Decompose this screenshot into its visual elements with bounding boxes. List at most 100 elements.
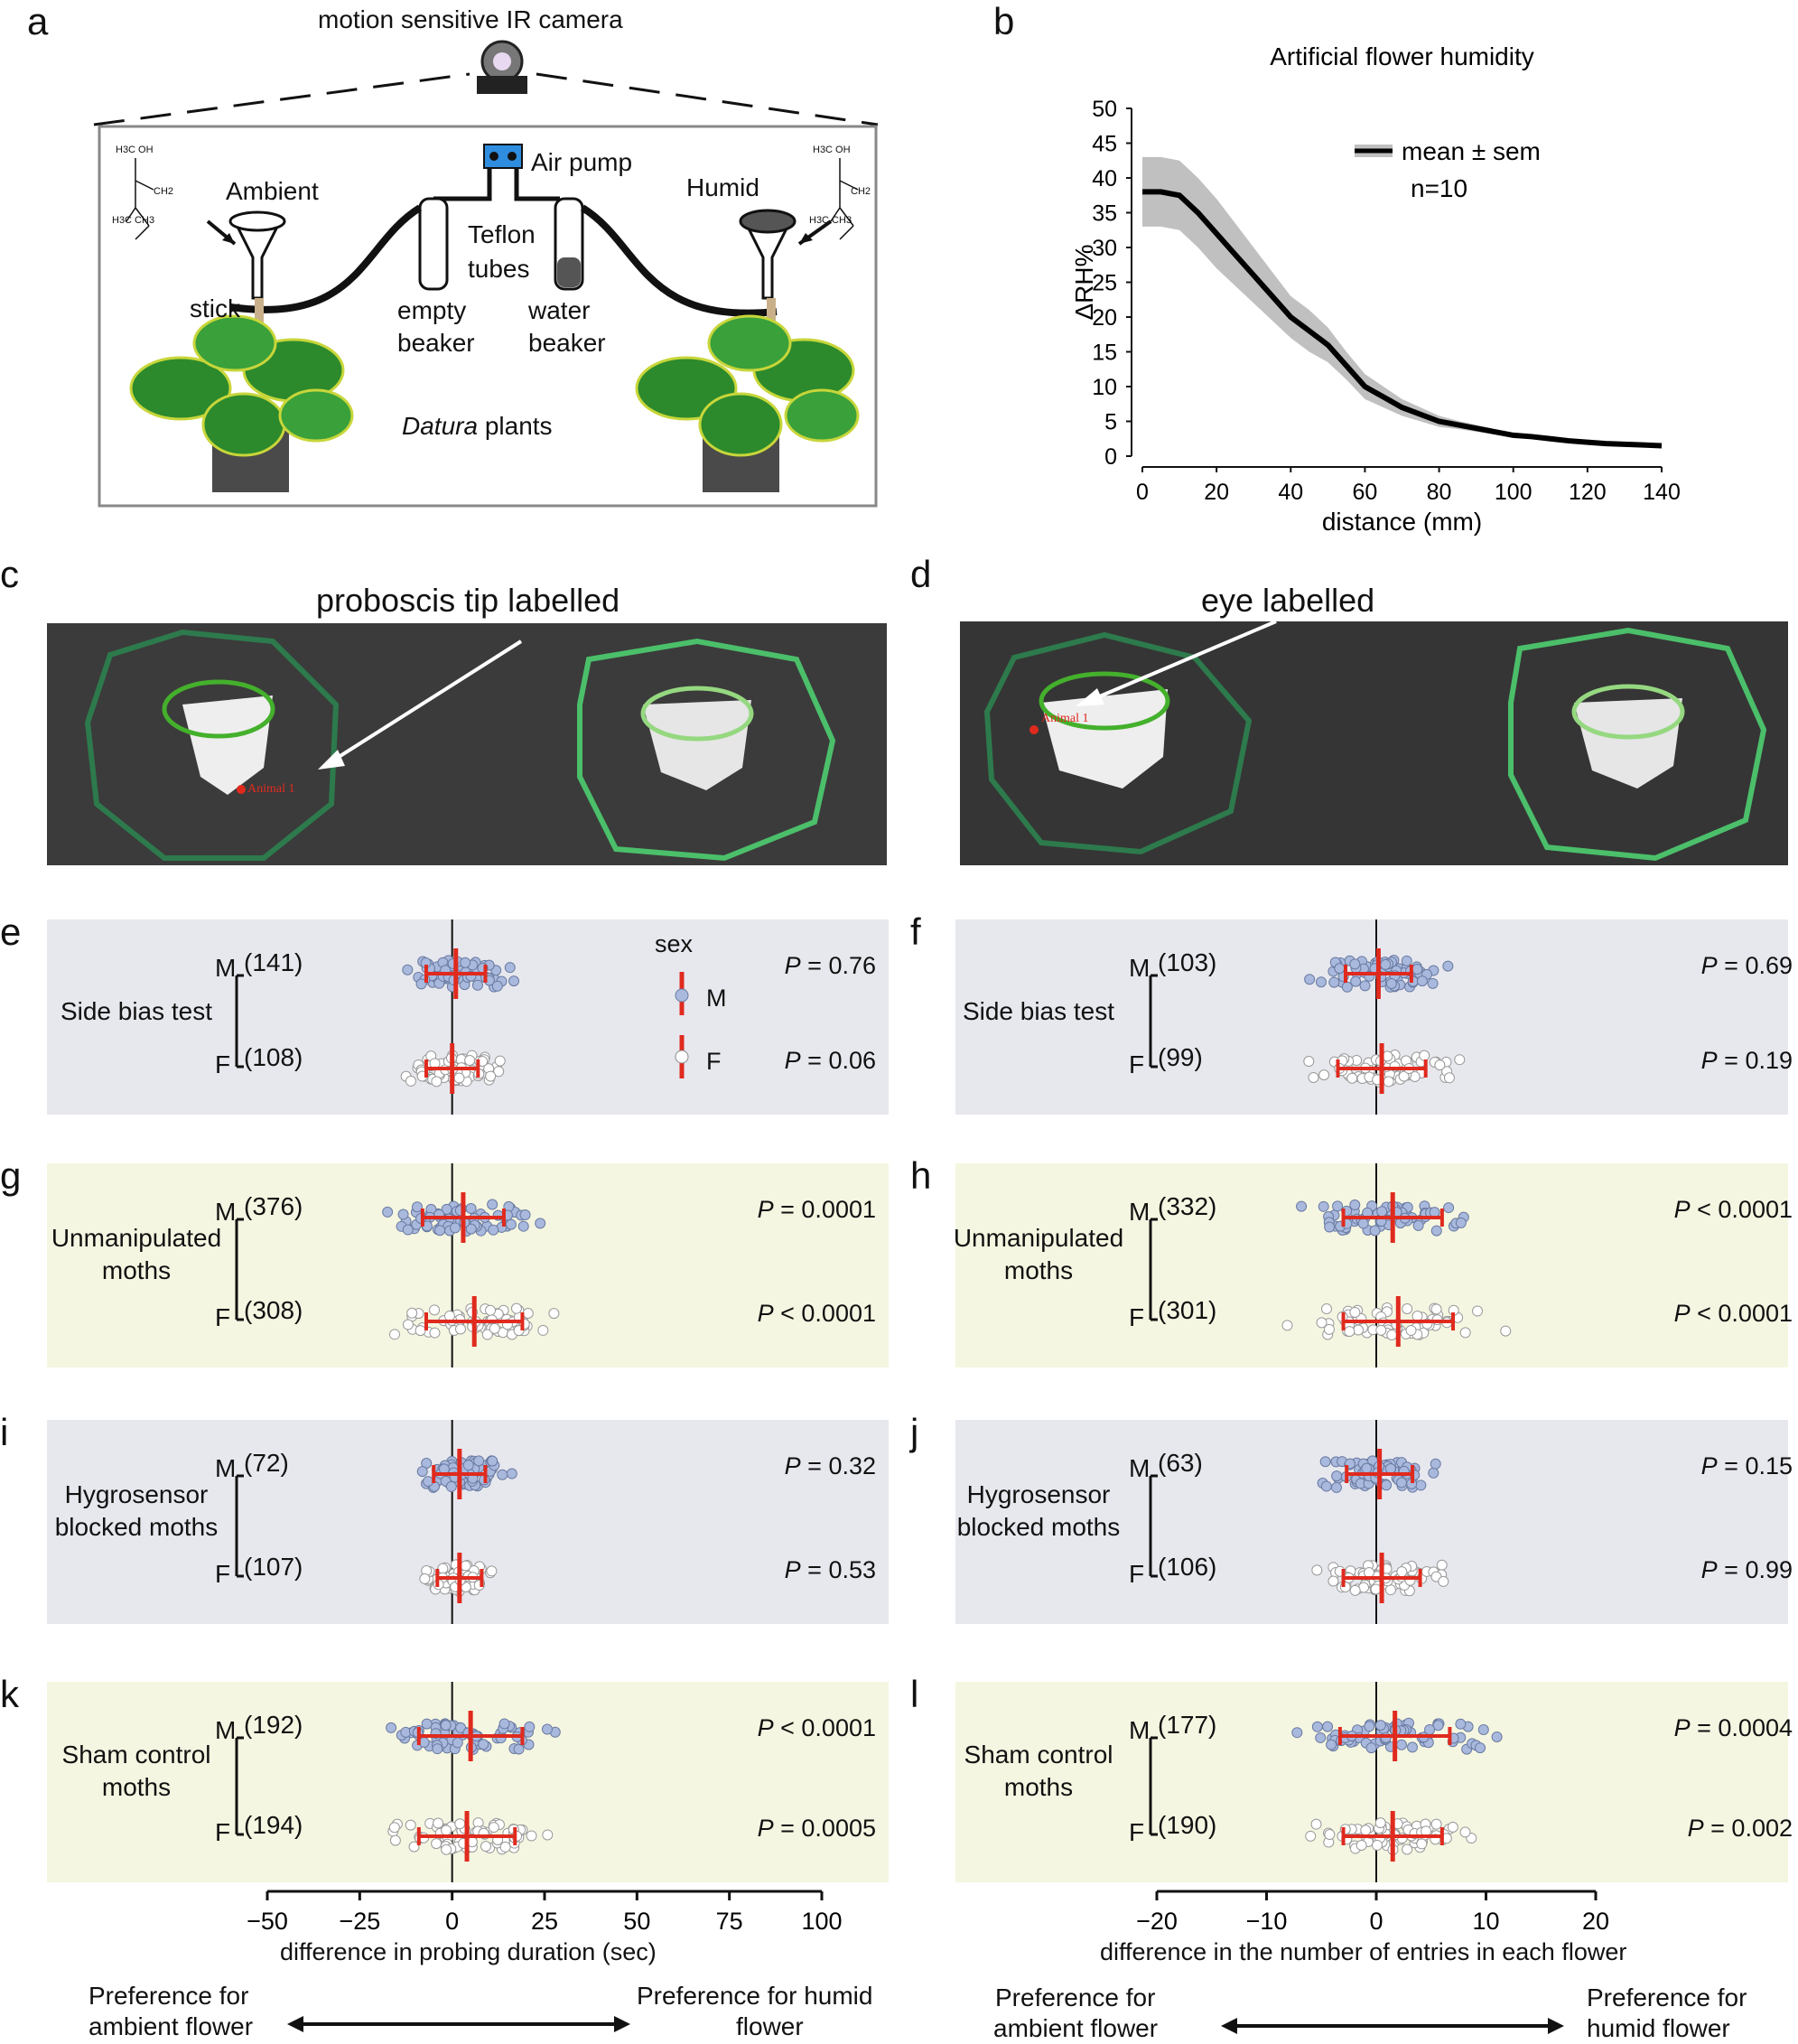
data-point <box>1427 977 1439 989</box>
row-f-n-k: (194) <box>244 1811 303 1839</box>
data-point <box>519 1209 531 1221</box>
panel-letter-l: l <box>910 1673 919 1715</box>
dotplot-l <box>1149 1682 1503 1882</box>
row-f-letter-i: F <box>215 1560 231 1588</box>
data-point <box>1344 1326 1355 1338</box>
pref-right-arrow <box>1221 2018 1564 2034</box>
data-point <box>1459 1826 1471 1838</box>
data-point <box>1332 1200 1344 1212</box>
y-tick-label: 20 <box>1092 305 1117 331</box>
data-point <box>1318 1200 1329 1212</box>
row-f-n-h: (301) <box>1158 1296 1217 1324</box>
data-point <box>481 1329 493 1340</box>
data-point <box>415 978 427 990</box>
dotplot-h <box>1149 1163 1512 1367</box>
pref-right-ambient-1: Preference for <box>995 1983 1156 2011</box>
row-f-letter-l: F <box>1129 1818 1145 1846</box>
row-m-p-f: P = 0.69 <box>1700 952 1793 979</box>
data-point <box>1324 1221 1336 1233</box>
data-point <box>493 1066 505 1078</box>
axis-tick-label: −50 <box>247 1908 288 1935</box>
data-point <box>441 1843 452 1855</box>
row-m-n-j: (63) <box>1158 1449 1203 1477</box>
data-point <box>1475 1742 1486 1754</box>
row-f-n-f: (99) <box>1158 1043 1203 1071</box>
data-point <box>510 1302 522 1314</box>
data-point <box>1430 1818 1442 1830</box>
dotplot-i <box>235 1420 517 1624</box>
data-point <box>1349 1584 1361 1596</box>
y-tick-label: 15 <box>1092 341 1117 366</box>
y-axis-label: ΔRH% <box>1070 244 1098 320</box>
data-point <box>480 1841 492 1853</box>
flower-right <box>643 700 751 790</box>
dotplot-k <box>235 1682 561 1882</box>
axis-tick-label: −20 <box>1136 1908 1178 1935</box>
data-point <box>1438 1575 1449 1587</box>
axis-tick-label: 100 <box>801 1908 842 1935</box>
data-point <box>1308 1072 1319 1084</box>
data-point <box>1424 1723 1436 1735</box>
data-point <box>464 1054 476 1066</box>
y-tick-label: 5 <box>1104 410 1117 435</box>
data-point <box>504 962 516 974</box>
data-point <box>1330 1481 1342 1493</box>
row-m-n-l: (177) <box>1158 1711 1217 1739</box>
row-f-letter-f: F <box>1129 1050 1145 1078</box>
data-point <box>1384 1584 1396 1596</box>
data-point <box>1432 1720 1444 1731</box>
data-point <box>488 1822 499 1834</box>
data-point <box>416 1466 428 1478</box>
data-point <box>1328 976 1340 988</box>
panel-letter-e: e <box>0 910 22 953</box>
label-beaker-2: beaker <box>528 329 606 357</box>
data-point <box>1334 963 1346 975</box>
pref-left-ambient-1: Preference for <box>89 1982 249 2010</box>
x-tick-label: 0 <box>1136 480 1149 505</box>
data-point <box>1359 980 1371 992</box>
data-point <box>382 1206 394 1218</box>
legend-sex-title: sex <box>655 930 694 957</box>
proboscis-tip-marker <box>237 785 246 794</box>
eye-marker <box>1029 725 1039 734</box>
chem-label-bottom-right: H3C CH3 <box>809 215 852 226</box>
mean-line <box>1142 189 1663 449</box>
row-f-p-j: P = 0.99 <box>1700 1556 1793 1583</box>
data-point <box>508 975 520 987</box>
row-m-letter-l: M <box>1129 1716 1151 1744</box>
panel-letter-k: k <box>0 1673 19 1715</box>
data-point <box>465 1223 477 1235</box>
panel-letter-h: h <box>910 1154 932 1197</box>
panel-letter-d: d <box>910 553 932 595</box>
data-point <box>1316 1317 1328 1329</box>
row-f-p-h: P < 0.0001 <box>1673 1300 1793 1327</box>
data-point <box>1472 1305 1484 1317</box>
row-m-p-l: P = 0.0004 <box>1673 1714 1793 1741</box>
row-m-n-h: (332) <box>1158 1192 1217 1220</box>
data-point <box>1321 1303 1333 1315</box>
data-point <box>1328 1575 1339 1587</box>
dotplot-e <box>235 919 520 1115</box>
data-point <box>1434 1059 1446 1071</box>
data-point <box>1401 955 1412 966</box>
row-m-letter-k: M <box>215 1716 237 1744</box>
legend-m-label: M <box>706 985 727 1012</box>
data-point <box>450 1222 461 1234</box>
data-point <box>487 1199 498 1210</box>
label-ambient: Ambient <box>226 177 319 205</box>
data-point <box>1315 1731 1327 1743</box>
row-m-p-e: P = 0.76 <box>784 952 876 979</box>
row-label-j-2: blocked moths <box>956 1513 1121 1541</box>
data-point <box>1398 1070 1410 1082</box>
data-point <box>411 1201 423 1213</box>
data-point <box>541 1723 553 1735</box>
data-point <box>1412 1219 1424 1231</box>
axis-tick-label: 0 <box>1369 1908 1383 1935</box>
row-m-p-g: P = 0.0001 <box>757 1196 876 1223</box>
data-point <box>1396 1739 1408 1750</box>
row-f-letter-h: F <box>1129 1303 1145 1331</box>
data-point <box>408 1841 420 1853</box>
data-point <box>1411 1311 1423 1322</box>
data-point <box>1405 1324 1417 1336</box>
x-tick-label: 80 <box>1427 480 1452 505</box>
